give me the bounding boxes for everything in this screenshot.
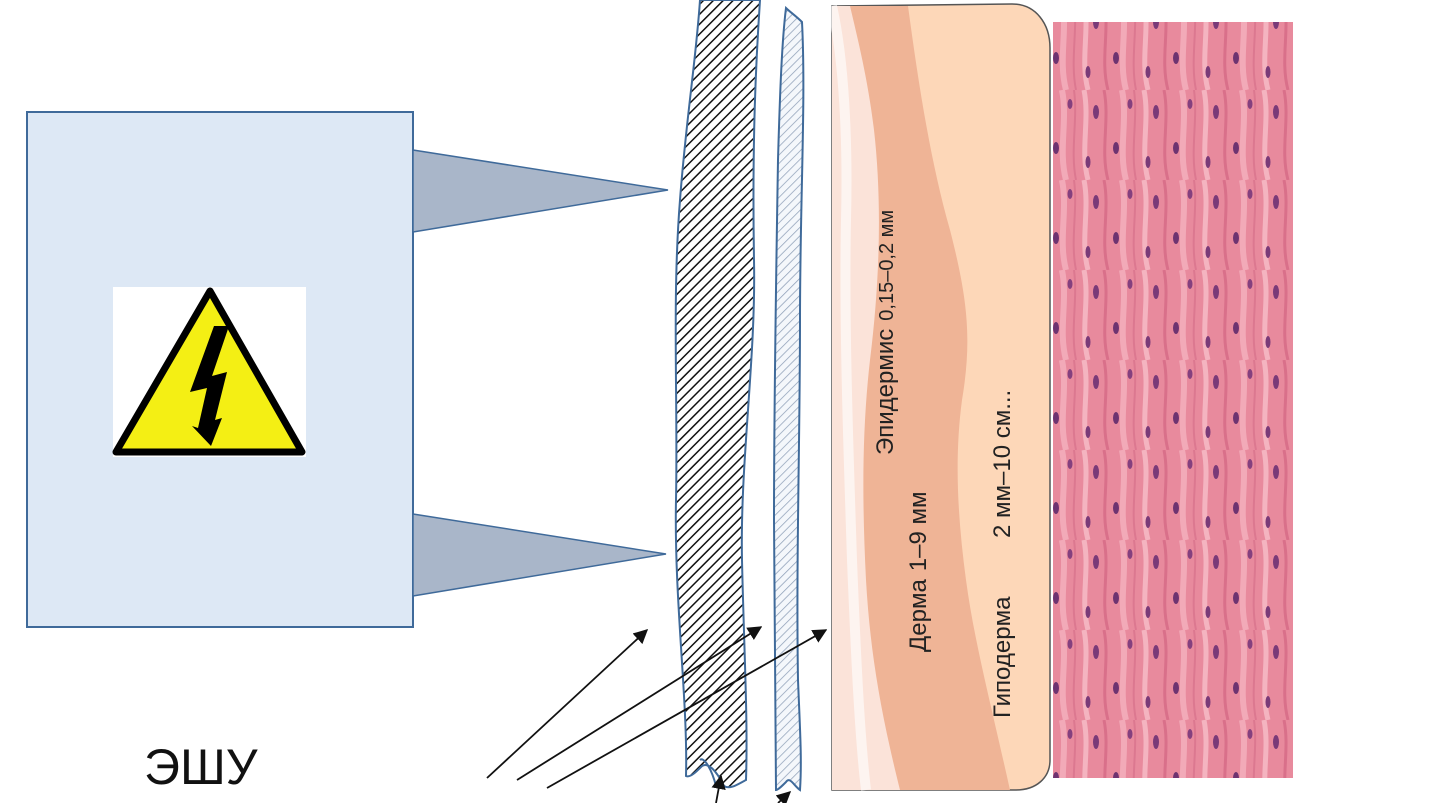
- arrow-to-skin: [546, 629, 828, 789]
- electrode-top: [412, 149, 669, 233]
- dermis-label: Дерма1–9 мм: [905, 491, 932, 652]
- layer-pointer-arrows: [486, 626, 828, 803]
- hypodermis-thickness-label: 2 мм–10 см...: [989, 390, 1016, 538]
- hatched-layer-thin: [772, 5, 805, 792]
- arrow-to-dense-layer: [486, 629, 649, 779]
- arrow-to-dense-layer-edge: [516, 626, 763, 781]
- hypodermis-label: Гиподерма: [989, 596, 1016, 718]
- epidermis-label: Эпидермис0,15–0,2 мм: [872, 210, 899, 455]
- electrode-bottom: [412, 513, 667, 597]
- high-voltage-warning-icon: [112, 287, 306, 457]
- device-label: ЭШУ: [144, 739, 258, 795]
- arrow-bottom-right: [775, 791, 792, 803]
- arrow-bottom-left: [711, 774, 726, 803]
- muscle-tissue: [1053, 22, 1293, 778]
- hatched-layer-dense: [674, 0, 762, 789]
- skin-cross-section: [827, 3, 1051, 791]
